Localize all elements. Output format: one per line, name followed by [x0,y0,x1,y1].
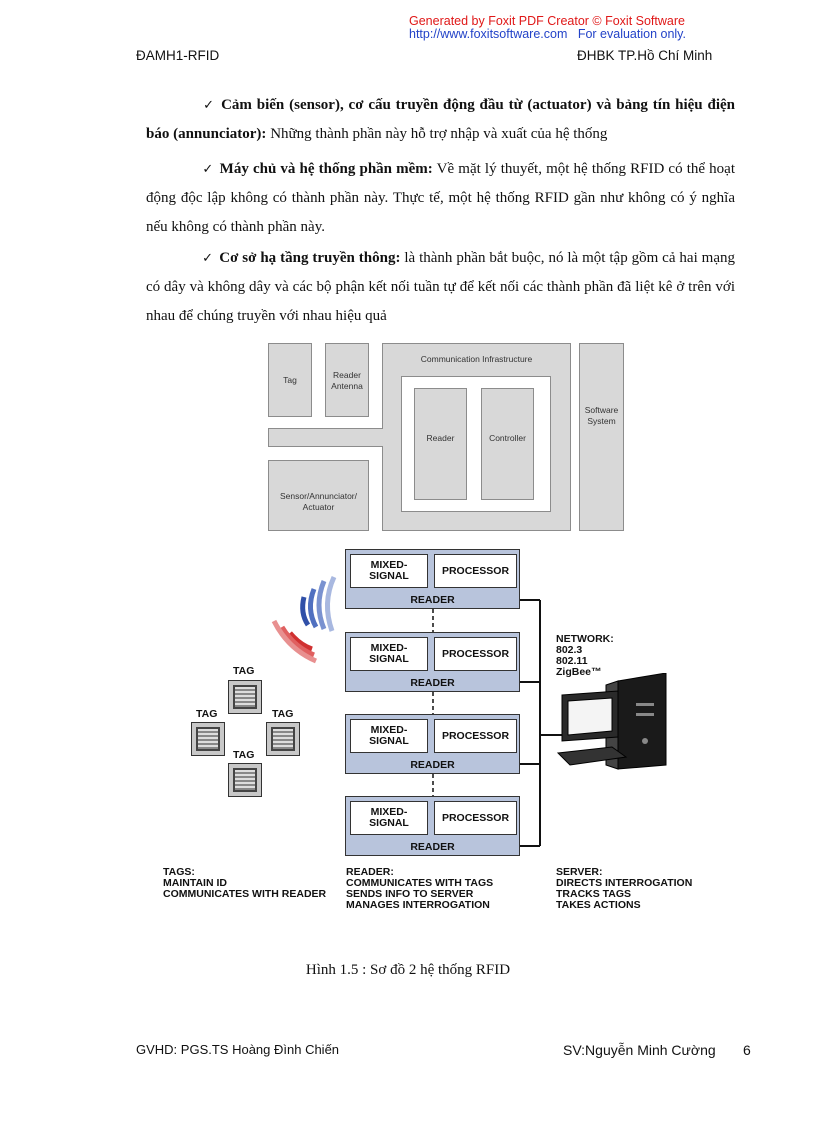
reader-antenna-label: Reader Antenna [331,370,363,391]
comm-infra-label: Communication Infrastructure [420,354,533,364]
server-caption: SERVER: DIRECTS INTERROGATION TRACKS TAG… [556,867,692,911]
reader-block [414,388,467,500]
network-item: 802.3 [556,644,583,656]
reader-label: READER [410,677,455,689]
mixed-signal-block: MIXED- SIGNAL [350,554,428,588]
reader-label: READER [410,594,455,606]
comm-infra-bus [268,428,383,447]
paragraph-text: Về mặt lý thuyết, một hệ thống RFID có t… [146,161,735,235]
server-computer-icon [556,673,667,770]
footer-left: GVHD: PGS.TS Hoàng Đình Chiến [136,1042,340,1057]
caption-line: TRACKS TAGS [556,888,632,900]
tag-chip-icon [228,680,262,714]
tags-caption: TAGS: MAINTAIN ID COMMUNICATES WITH READ… [163,867,326,900]
caption-line: COMMUNICATES WITH READER [163,888,327,900]
tag-label: TAG [233,665,255,677]
paragraph-comm: ✓ Cơ sở hạ tầng truyền thông: là thành ph… [146,244,735,331]
footer-right: SV:Nguyễn Minh Cường [563,1042,716,1058]
watermark-eval: For evaluation only. [577,27,686,41]
sensor-label: Sensor/Annunciator/ Actuator [279,491,358,512]
figure-caption: Hình 1.5 : Sơ đồ 2 hệ thống RFID [305,962,511,978]
paragraph-bold: Máy chủ và hệ thống phần mềm: [219,161,433,177]
tag-label: TAG [196,708,218,720]
reader-caption: READER: COMMUNICATES WITH TAGS SENDS INF… [346,867,493,911]
controller-label: Controller [489,433,526,443]
software-system-block [579,343,624,531]
software-system-label: Software System [584,405,619,426]
reader-label: READER [410,759,455,771]
caption-line: TAKES ACTIONS [556,899,641,911]
mixed-signal-block: MIXED- SIGNAL [350,637,428,671]
checkmark-icon: ✓ [202,251,214,266]
page-number: 6 [743,1042,751,1058]
caption-line: SERVER: [556,866,603,878]
paragraph-sensor: ✓Cảm biến (sensor), cơ cấu truyền động đ… [146,91,735,149]
caption-line: DIRECTS INTERROGATION [556,877,693,889]
checkmark-icon: ✓ [202,162,214,177]
reader-antenna-block [325,343,369,417]
reader-label: READER [410,841,455,853]
architecture-diagram: Tag Reader Antenna Communication Infrast… [268,343,624,531]
mixed-signal-block: MIXED- SIGNAL [350,719,428,753]
watermark-url-link[interactable]: http://www.foxitsoftware.com [409,27,568,41]
caption-line: TAGS: [163,866,195,878]
radio-wave-icon [271,575,337,664]
processor-block: PROCESSOR [434,554,517,588]
reader-unit: MIXED- SIGNAL PROCESSOR READER [345,796,520,856]
network-item: ZigBee™ [556,666,602,678]
caption-line: MANAGES INTERROGATION [346,899,490,911]
mixed-signal-block: MIXED- SIGNAL [350,801,428,835]
caption-line: COMMUNICATES WITH TAGS [346,877,494,889]
caption-line: SENDS INFO TO SERVER [346,888,474,900]
tag-label: Tag [283,375,297,385]
reader-label: Reader [426,433,455,443]
tag-label: TAG [272,708,294,720]
processor-block: PROCESSOR [434,637,517,671]
paragraph-text: là thành phần bắt buộc, nó là một tập gồ… [146,250,735,324]
sensor-block [268,460,369,531]
reader-unit: MIXED- SIGNAL PROCESSOR READER [345,632,520,692]
reader-unit: MIXED- SIGNAL PROCESSOR READER [345,549,520,609]
network-title: NETWORK: [556,633,614,645]
header-right: ĐHBK TP.Hồ Chí Minh [577,48,713,63]
processor-block: PROCESSOR [434,719,517,753]
caption-line: MAINTAIN ID [163,877,227,889]
watermark-line1: Generated by Foxit PDF Creator © Foxit S… [409,14,685,28]
checkmark-icon: ✓ [202,98,216,113]
reader-unit: MIXED- SIGNAL PROCESSOR READER [345,714,520,774]
paragraph-text: Những thành phần này hỗ trợ nhập và xuất… [266,126,608,142]
paragraph-server: ✓ Máy chủ và hệ thống phần mềm: Về mặt lý… [146,155,735,242]
header-left: ĐAMH1-RFID [136,48,220,63]
tag-label: TAG [233,749,255,761]
tag-chip-icon [191,722,225,756]
tag-chip-icon [266,722,300,756]
paragraph-bold: Cảm biến (sensor), cơ cấu truyền động đầ… [146,97,735,142]
caption-line: READER: [346,866,394,878]
paragraph-bold: Cơ sở hạ tầng truyền thông: [219,250,401,266]
tag-chip-icon [228,763,262,797]
controller-block [481,388,534,500]
tag-block [268,343,312,417]
network-label: NETWORK: 802.3 802.11 ZigBee™ [556,634,614,678]
network-item: 802.11 [556,655,588,667]
foxit-watermark: Generated by Foxit PDF Creator © Foxit S… [409,15,729,41]
processor-block: PROCESSOR [434,801,517,835]
